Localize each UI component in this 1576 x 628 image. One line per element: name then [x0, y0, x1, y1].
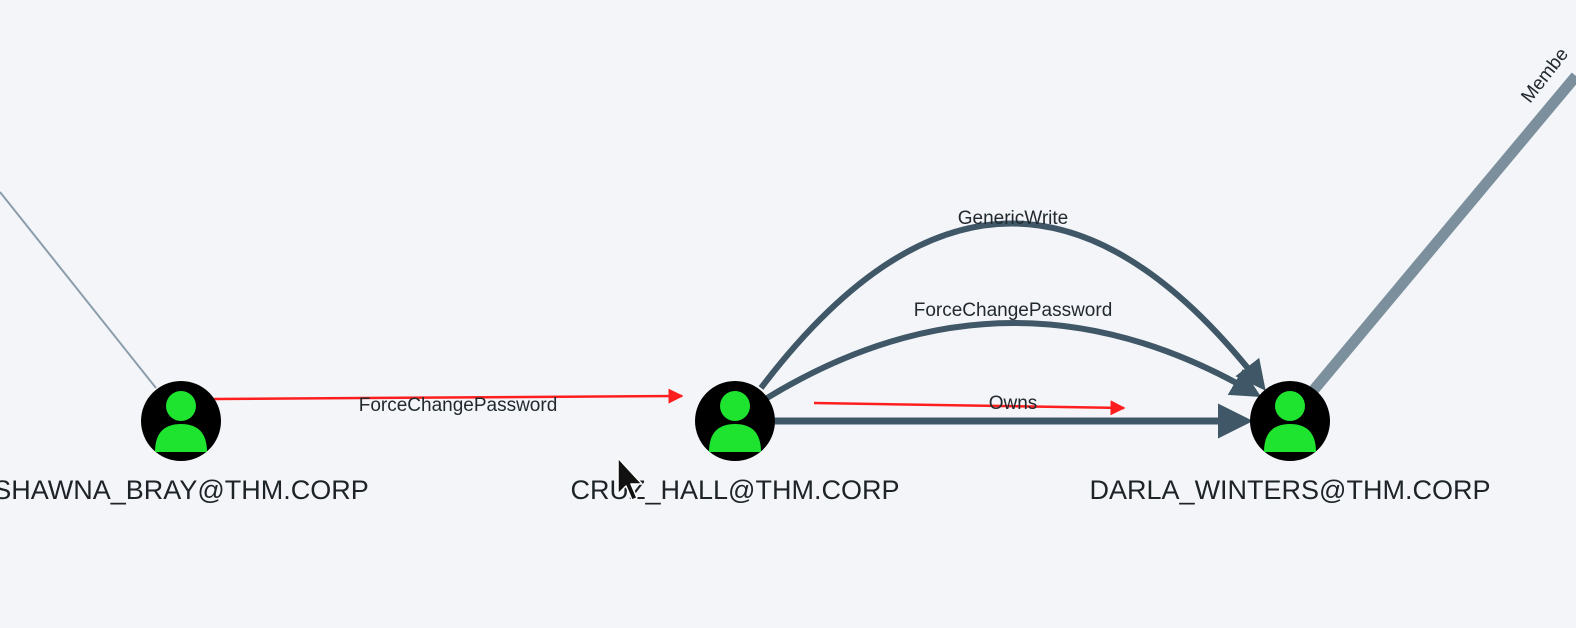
edge-darla-memberof[interactable]	[1307, 72, 1576, 396]
edge-label-shawna-cruz: ForceChangePassword	[359, 395, 558, 416]
edge-cruz-darla-genericwrite[interactable]	[758, 220, 1266, 391]
annotation-arrow-shawna-cruz	[213, 388, 684, 404]
user-icon	[1264, 391, 1316, 452]
edge-cruz-darla-forcechangepassword[interactable]	[765, 320, 1262, 401]
node-label-darla-winters: DARLA_WINTERS@THM.CORP	[1090, 475, 1491, 505]
annotation-arrow-cruz-darla	[813, 400, 1126, 416]
edge-label-cruz-darla-forcechangepassword: ForceChangePassword	[914, 300, 1113, 321]
edge-label-owns: Owns	[989, 393, 1038, 414]
user-icon	[155, 391, 207, 452]
incoming-edge-offscreen[interactable]	[0, 191, 157, 389]
node-label-shawna-bray: SHAWNA_BRAY@THM.CORP	[0, 475, 369, 505]
edge-label-genericwrite: GenericWrite	[958, 208, 1069, 229]
mouse-cursor-icon	[617, 457, 643, 501]
node-shawna-bray[interactable]	[141, 381, 221, 461]
user-icon	[709, 391, 761, 452]
node-cruz-hall[interactable]	[695, 381, 775, 461]
node-darla-winters[interactable]	[1250, 381, 1330, 461]
